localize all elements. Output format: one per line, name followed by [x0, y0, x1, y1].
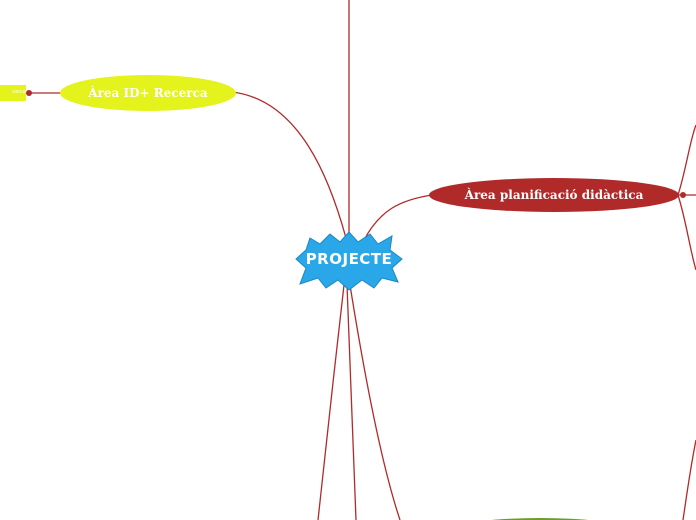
- connector-dot-planning: [680, 192, 686, 198]
- connector-planning-right-1: [677, 124, 696, 196]
- planning-node-label[interactable]: Àrea planificació didàctica: [464, 188, 644, 202]
- central-topic-shape[interactable]: [295, 231, 403, 291]
- research-node-shape[interactable]: [60, 75, 236, 111]
- connector-right-lower: [682, 439, 696, 520]
- subtopic-box[interactable]: [0, 85, 26, 101]
- connector-planning-right-3: [677, 194, 696, 271]
- connector-research: [231, 91, 347, 239]
- planning-node-shape[interactable]: [429, 178, 679, 212]
- connector-bottom-2: [346, 284, 357, 520]
- central-topic-label[interactable]: PROJECTE: [305, 250, 393, 268]
- connector-bottom-1: [317, 284, 345, 520]
- connector-planning: [363, 194, 433, 241]
- connector-dot-research: [26, 90, 32, 96]
- connector-lines: [26, 0, 696, 520]
- research-subtopic-label[interactable]: cerca: [12, 89, 26, 95]
- research-node-label[interactable]: Àrea ID+ Recerca: [88, 86, 208, 100]
- connector-bottom-3: [349, 284, 401, 520]
